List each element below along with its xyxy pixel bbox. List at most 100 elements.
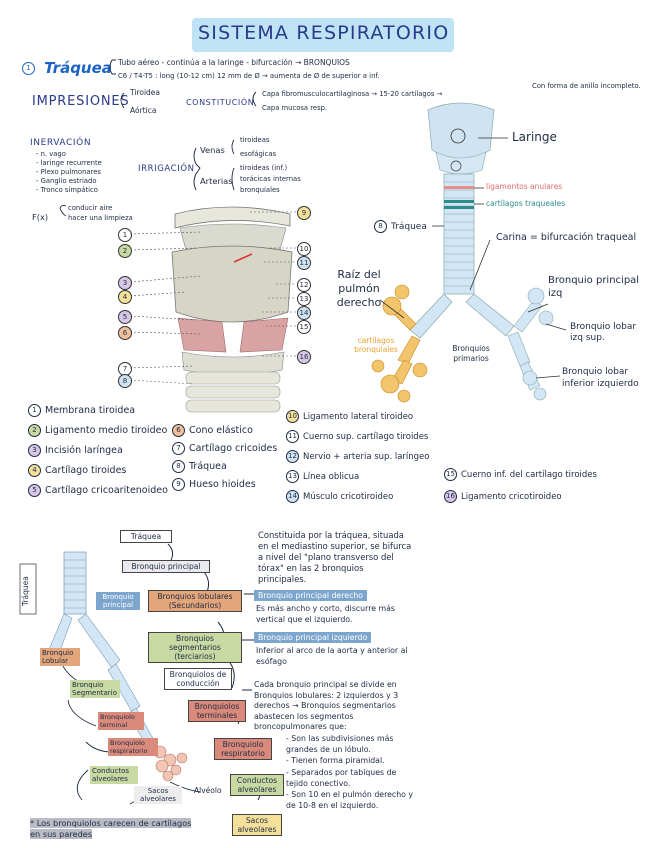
legend-text: Músculo cricotiroideo: [303, 492, 394, 502]
legend-number: 5: [28, 484, 41, 497]
larynx-number: 3: [118, 276, 132, 290]
constitucion-note: Con forma de anillo incompleto.: [532, 82, 641, 90]
label-bronquio-lobar-inf: Bronquio lobar inferior izquierdo: [562, 367, 639, 389]
legend-text: Cartílago cricoides: [189, 443, 278, 454]
constitucion-item-2: Capa mucosa resp.: [262, 104, 328, 112]
legend-text: Nervio + arteria sup. laríngeo: [303, 452, 430, 462]
larynx-number: 5: [118, 310, 132, 324]
legend-text: Línea oblicua: [303, 472, 360, 482]
trachea-heading: Tráquea: [44, 59, 112, 77]
legend-number: 11: [286, 430, 299, 443]
larynx-number: 14: [297, 306, 311, 320]
larynx-number: 12: [297, 278, 311, 292]
mini-label-bronquio-segmentario: Bronquio Segmentario: [70, 680, 120, 698]
bullet-item: - Son las subdivisiones más grandes de u…: [286, 734, 394, 754]
footnote-text: * Los bronquiolos carecen de cartílagos …: [30, 818, 192, 839]
legend-number: 16: [444, 490, 457, 503]
larynx-number: 1: [118, 228, 132, 242]
larynx-number: 16: [297, 350, 311, 364]
trachea-desc-line2: C6 / T4-T5 : long (10-12 cm) 12 mm de Ø …: [118, 72, 380, 80]
impresiones-item-1: Tiroidea: [130, 88, 160, 97]
legend-item: 15 Cuerno inf. del cartílago tiroides: [444, 468, 597, 481]
legend-item: 8 Tráquea: [172, 460, 227, 473]
footnote: * Los bronquiolos carecen de cartílagos …: [30, 818, 200, 840]
legend-item: 10 Ligamento lateral tiroideo: [286, 410, 413, 423]
trachea-desc-line1: Tubo aéreo - continúa a la laringe - bif…: [118, 58, 350, 67]
flow-sacos-alveolares: Sacos alveolares: [232, 814, 282, 836]
flow-traquea: Tráquea: [120, 530, 172, 543]
flow-bronquios-lobulares: Bronquios lobulares (Secundarios): [148, 590, 242, 612]
label-bronquios-primarios: Bronquios primarios: [452, 344, 490, 363]
label-traquea-text: Tráquea: [391, 222, 427, 232]
legend-item: 2 Ligamento medio tiroideo: [28, 424, 167, 437]
flow-bronquiolos-terminales: Bronquiolos terminales: [188, 700, 246, 722]
legend-item: 7 Cartílago cricoides: [172, 442, 277, 455]
section-number-badge: 1: [22, 62, 35, 75]
legend-text: Tráquea: [189, 461, 227, 472]
constitucion-label: CONSTITUCIÓN: [186, 98, 255, 107]
legend-text: Ligamento cricotiroideo: [461, 492, 562, 502]
legend-text: Ligamento lateral tiroideo: [303, 412, 414, 422]
legend-text: Cartílago cricoaritenoideo: [45, 485, 168, 496]
label-raiz-pulmon: Raíz del pulmón derecho: [336, 268, 382, 309]
mini-label-bronquio-lobular: Bronquio Lobular: [40, 648, 80, 666]
legend-number: 2: [28, 424, 41, 437]
label-cartilagos-traqueales: cartílagos traqueales: [486, 199, 566, 208]
venas-label: Venas: [200, 145, 225, 155]
larynx-number: 11: [297, 256, 311, 270]
venas-item: tiroideas: [240, 136, 270, 144]
legend-number: 3: [28, 444, 41, 457]
label-bronquio-principal-izq: Bronquio principal izq: [548, 275, 640, 299]
legend-text: Ligamento medio tiroideo: [45, 425, 168, 436]
legend-number: 1: [28, 404, 41, 417]
legend-item: 12 Nervio + arteria sup. laríngeo: [286, 450, 430, 463]
legend-number: 12: [286, 450, 299, 463]
legend-text: Cuerno inf. del cartílago tiroides: [461, 470, 597, 480]
venas-item: esofágicas: [240, 150, 277, 158]
paragraph-division: Cada bronquio principal se divide en Bro…: [254, 680, 399, 731]
larynx-number: 4: [118, 290, 132, 304]
mini-label-traquea: Tráquea: [21, 576, 30, 606]
legend-number: 10: [286, 410, 299, 423]
legend-text: Cuerno sup. cartílago tiroides: [303, 432, 429, 442]
legend-text: Membrana tiroidea: [45, 405, 136, 416]
label-ligamentos-anulares: ligamentos anulares: [486, 182, 563, 191]
constitucion-item-1: Capa fibromusculocartilaginosa → 15-20 c…: [262, 90, 443, 98]
flow-bronquiolos-conduccion: Bronquiolos de conducción: [164, 668, 232, 690]
legend-text: Cartílago tiroides: [45, 465, 127, 476]
legend-number: 13: [286, 470, 299, 483]
inervacion-label: INERVACIÓN: [30, 138, 92, 148]
impresiones-item-2: Aórtica: [130, 106, 157, 115]
larynx-number: 6: [118, 326, 132, 340]
tag-bronquio-derecho: Bronquio principal derecho: [254, 590, 368, 601]
mini-label-bronquio-principal: Bronquio principal: [96, 592, 140, 610]
legend-number: 7: [172, 442, 185, 455]
bullet-item: - Son 10 en el pulmón derecho y de 10-8 …: [286, 790, 414, 810]
larynx-number: 9: [297, 206, 311, 220]
flow-conductos-alveolares: Conductos alveolares: [230, 774, 284, 796]
flow-bronquios-segmentarios: Bronquios segmentarios (terciarios): [148, 632, 242, 663]
larynx-illustration: [171, 206, 293, 413]
funcion-item: hacer una limpieza: [68, 214, 133, 222]
larynx-number: 8: [118, 374, 132, 388]
arterias-label: Arterias: [200, 176, 233, 186]
mini-label-sacos: Sacos alveolares: [134, 786, 182, 804]
inervacion-item: - Tronco simpático: [36, 186, 98, 194]
impresiones-label: IMPRESIONES: [32, 94, 130, 109]
label-bronquio-lobar-sup: Bronquio lobar izq sup.: [570, 322, 637, 343]
legend-number: 8: [172, 460, 185, 473]
arterias-item: tiroideas (inf.): [240, 164, 288, 172]
legend-number: 6: [172, 424, 185, 437]
mini-label-alveolo: Alvéolo: [194, 786, 222, 795]
inervacion-item: - Plexo pulmonares: [36, 168, 101, 176]
legend-number: 9: [172, 478, 185, 491]
mini-label-bronquiolo-resp: Bronquiolo respiratorio: [108, 738, 158, 756]
legend-text: Incisión laríngea: [45, 445, 123, 456]
legend-number: 15: [444, 468, 457, 481]
arterias-item: torácicas internas: [240, 175, 301, 183]
label-laringe: Laringe: [512, 130, 557, 144]
page-title: SISTEMA RESPIRATORIO: [198, 22, 450, 44]
